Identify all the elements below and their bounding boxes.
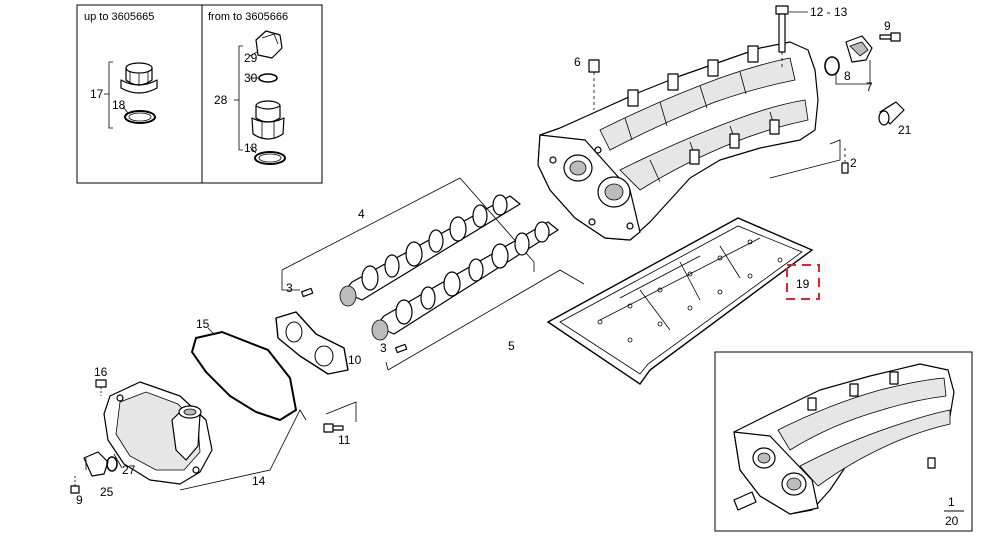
label-16: 16	[94, 365, 108, 379]
label-18-old: 18	[112, 98, 126, 112]
label-10: 10	[348, 353, 362, 367]
cylinder-head-cover-assembled	[733, 363, 955, 515]
label-21: 21	[898, 123, 912, 137]
label-17: 17	[90, 87, 104, 101]
label-3-lower: 3	[380, 341, 387, 355]
oil-filler-cap-old	[120, 62, 158, 94]
oil-cap-inset: up to 3605665 from to 3605666 17 18	[76, 4, 323, 184]
label-19: 19	[796, 277, 810, 291]
sensor-25	[83, 451, 118, 477]
inset-header-left: up to 3605665	[84, 11, 154, 23]
camshaft-5	[371, 221, 559, 341]
highlight-box-19	[786, 264, 820, 300]
camshaft-4	[339, 194, 521, 307]
label-9-top: 9	[884, 19, 891, 33]
bolt-12-13	[775, 5, 808, 70]
sensor-7	[824, 35, 873, 85]
label-18-new: 18	[244, 141, 258, 155]
bolt-16	[95, 379, 107, 396]
label-4: 4	[358, 207, 365, 221]
bolt-9-bottom	[70, 476, 80, 494]
label-3-upper: 3	[286, 281, 293, 295]
seal-ring-new	[254, 151, 286, 165]
gasket-19	[546, 217, 814, 385]
o-ring-30	[258, 73, 278, 83]
page-number-current: 1	[948, 495, 955, 509]
bracket-4	[281, 177, 535, 291]
label-2: 2	[850, 156, 857, 170]
front-cover-14	[103, 381, 213, 485]
bolt-9-top	[879, 32, 901, 42]
seal-ring-old	[124, 110, 156, 124]
stud-2	[769, 139, 849, 179]
label-7: 7	[866, 80, 873, 94]
bracket-5	[385, 269, 585, 371]
gasket-10	[275, 311, 349, 375]
plug-21	[878, 101, 905, 126]
plug-6	[588, 59, 600, 110]
label-8: 8	[844, 69, 851, 83]
dowel-3-upper	[301, 287, 314, 298]
gasket-15	[190, 330, 298, 422]
label-28: 28	[214, 93, 228, 107]
label-15: 15	[196, 317, 210, 331]
label-29: 29	[244, 51, 258, 65]
bolt-11	[323, 401, 357, 433]
dowel-3-lower	[395, 343, 408, 354]
label-14: 14	[252, 474, 266, 488]
label-5: 5	[508, 339, 515, 353]
inset-header-right: from to 3605666	[208, 11, 288, 23]
assembly-inset: 1 20	[714, 351, 973, 532]
label-11: 11	[338, 433, 351, 447]
label-9-bottom: 9	[76, 493, 83, 507]
bracket-14	[179, 409, 307, 491]
label-6: 6	[574, 55, 581, 69]
label-30: 30	[244, 71, 258, 85]
cylinder-head-cover	[537, 41, 819, 241]
oil-filler-cap-new	[255, 30, 283, 59]
label-12-13: 12 - 13	[810, 5, 848, 19]
filler-neck-new	[251, 100, 285, 140]
label-25: 25	[100, 485, 114, 499]
page-number-total: 20	[945, 514, 959, 528]
label-27: 27	[122, 463, 136, 477]
